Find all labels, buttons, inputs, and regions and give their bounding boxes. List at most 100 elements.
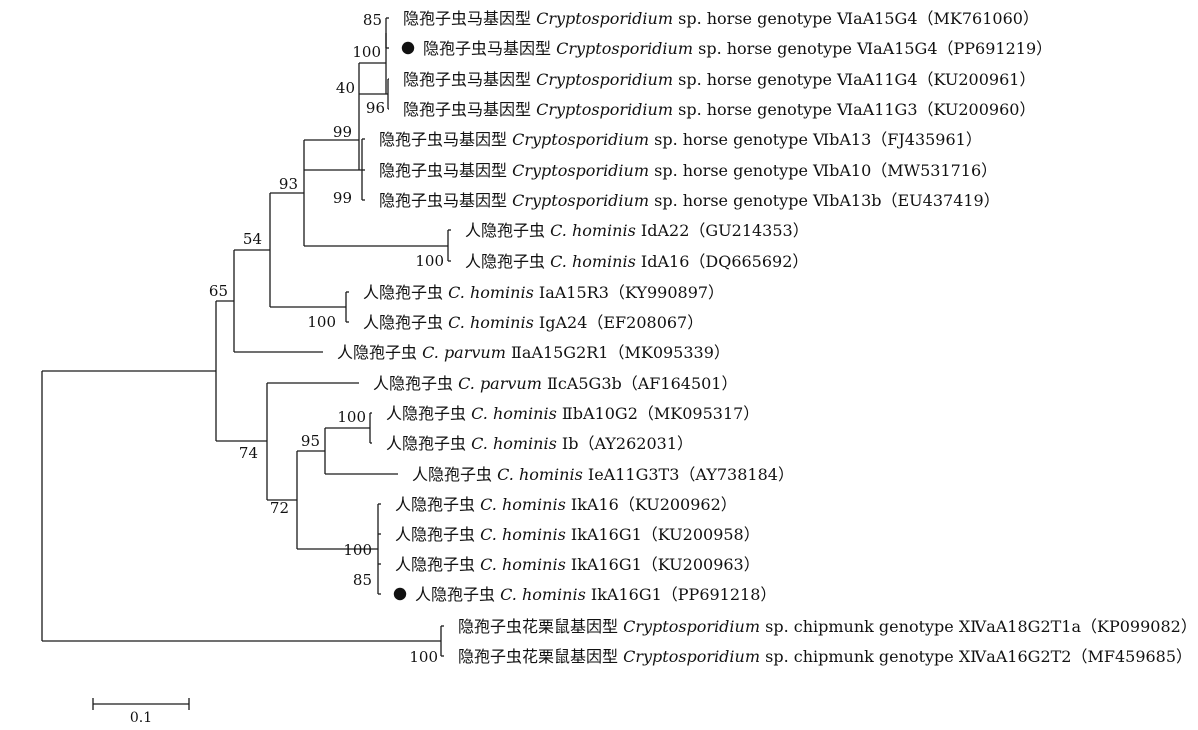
leaf-label-genotype: ⅡcA5G3b（AF164501）	[547, 374, 738, 393]
leaf-label-genotype: sp. horse genotype ⅥaA11G3（KU200960）	[678, 100, 1035, 119]
leaf-label-chinese-name: 隐孢子虫马基因型	[379, 191, 512, 210]
leaf-label-species: C. hominis	[550, 221, 641, 240]
leaf-label: 人隐孢子虫 C. hominis ⅠaA15R3（KY990897）	[363, 283, 724, 302]
leaf-label: 人隐孢子虫 C. hominis ⅠdA22（GU214353）	[465, 221, 809, 240]
leaf-label-species: C. hominis	[480, 525, 571, 544]
leaf-label-species: Cryptosporidium	[512, 130, 654, 149]
leaf-label-chinese-name: 人隐孢子虫	[395, 525, 480, 544]
leaf-label-chinese-name: 人隐孢子虫	[415, 585, 500, 604]
leaf-label-genotype: ⅠkA16G1（KU200958）	[571, 525, 760, 544]
bootstrap-horse-via11-pair: 96	[366, 99, 385, 117]
leaf-label-genotype: ⅠeA11G3T3（AY738184）	[588, 465, 794, 484]
sample-marker-dot	[401, 41, 415, 55]
bootstrap-horse-id-clade: 54	[243, 230, 262, 248]
bootstrap-horse-via15g4-pair: 85	[363, 11, 382, 29]
leaf-label-chinese-name: 人隐孢子虫	[363, 283, 448, 302]
leaf-label-species: C. parvum	[458, 374, 547, 393]
bootstrap-horse-via-clade: 40	[336, 79, 355, 97]
leaf-label-chinese-name: 人隐孢子虫	[465, 252, 550, 271]
bootstrap-horse-vi-clade: 93	[279, 175, 298, 193]
bootstrap-iib-ib-pair: 100	[337, 408, 366, 426]
leaf-label-chinese-name: 隐孢子虫马基因型	[403, 9, 536, 28]
leaf-label-genotype: ⅠkA16G1（KU200963）	[571, 555, 760, 574]
leaf-label-genotype: sp. horse genotype ⅥbA13（FJ435961）	[654, 130, 982, 149]
leaf-label-chinese-name: 人隐孢子虫	[386, 404, 471, 423]
leaf-label: 人隐孢子虫 C. hominis ⅠeA11G3T3（AY738184）	[412, 465, 794, 484]
leaf-label: 隐孢子虫花栗鼠基因型 Cryptosporidium sp. chipmunk …	[458, 617, 1197, 636]
leaf-label: 隐孢子虫马基因型 Cryptosporidium sp. horse genot…	[379, 191, 1000, 210]
leaf-label-species: C. hominis	[550, 252, 641, 271]
leaf-label: 隐孢子虫马基因型 Cryptosporidium sp. horse genot…	[403, 100, 1035, 119]
leaf-label-genotype: ⅠkA16G1（PP691218）	[591, 585, 777, 604]
leaf-label-genotype: sp. horse genotype ⅥbA13b（EU437419）	[654, 191, 1000, 210]
leaf-label-genotype: ⅠdA22（GU214353）	[641, 221, 809, 240]
leaf-label-chinese-name: 隐孢子虫马基因型	[379, 161, 512, 180]
bootstrap-chipmunk-pair: 100	[409, 648, 438, 666]
bootstrap-upper-clade: 65	[209, 282, 228, 300]
leaf-label: 人隐孢子虫 C. hominis Ⅰb（AY262031）	[386, 434, 693, 453]
leaf-label: 人隐孢子虫 C. parvum ⅡcA5G3b（AF164501）	[373, 374, 737, 393]
leaf-label-chinese-name: 隐孢子虫花栗鼠基因型	[458, 647, 623, 666]
leaf-label-genotype: ⅡaA15G2R1（MK095339）	[511, 343, 730, 362]
leaf-label-chinese-name: 人隐孢子虫	[395, 555, 480, 574]
scale-bar-label: 0.1	[130, 710, 152, 726]
bootstrap-id-pair: 100	[415, 252, 444, 270]
bootstrap-ib-ie-node: 95	[301, 432, 320, 450]
leaf-label-genotype: ⅠaA15R3（KY990897）	[539, 283, 724, 302]
bootstrap-ik-ie-node: 72	[270, 499, 289, 517]
leaf-label-species: Cryptosporidium	[512, 191, 654, 210]
leaf-label-species: C. hominis	[480, 495, 571, 514]
leaf-label-chinese-name: 隐孢子虫马基因型	[379, 130, 512, 149]
leaf-label-species: Cryptosporidium	[536, 9, 678, 28]
leaf-label-genotype: ⅠkA16（KU200962）	[571, 495, 737, 514]
leaf-label-genotype: sp. horse genotype ⅥbA10（MW531716）	[654, 161, 997, 180]
leaf-label-chinese-name: 人隐孢子虫	[412, 465, 497, 484]
bootstrap-ik-clade: 100	[343, 541, 372, 559]
leaf-label: 隐孢子虫马基因型 Cryptosporidium sp. horse genot…	[379, 161, 997, 180]
leaf-label: 人隐孢子虫 C. hominis ⅠkA16G1（KU200958）	[395, 525, 760, 544]
leaf-label-genotype: sp. horse genotype ⅥaA15G4（MK761060）	[678, 9, 1039, 28]
leaf-label-species: C. hominis	[497, 465, 588, 484]
leaf-label-species: C. hominis	[471, 404, 562, 423]
leaf-label-genotype: sp. chipmunk genotype ⅩⅣaA16G2T2（MF45968…	[765, 647, 1192, 666]
leaf-label-species: Cryptosporidium	[556, 39, 698, 58]
leaf-label-genotype: ⅠdA16（DQ665692）	[641, 252, 809, 271]
leaf-label-chinese-name: 隐孢子虫花栗鼠基因型	[458, 617, 623, 636]
leaf-label: 人隐孢子虫 C. parvum ⅡaA15G2R1（MK095339）	[337, 343, 730, 362]
bootstrap-horse-via15g4-node: 100	[352, 43, 381, 61]
leaf-label-species: C. hominis	[480, 555, 571, 574]
leaf-label: 隐孢子虫马基因型 Cryptosporidium sp. horse genot…	[403, 9, 1039, 28]
leaf-label-genotype: Ⅰb（AY262031）	[562, 434, 693, 453]
bootstrap-lower-clade: 74	[239, 444, 258, 462]
leaf-label: 隐孢子虫马基因型 Cryptosporidium sp. horse genot…	[403, 70, 1035, 89]
leaf-label-genotype: ⅠgA24（EF208067）	[539, 313, 703, 332]
leaf-label-species: C. parvum	[422, 343, 511, 362]
leaf-label-species: Cryptosporidium	[623, 647, 765, 666]
leaf-label: 隐孢子虫马基因型 Cryptosporidium sp. horse genot…	[379, 130, 982, 149]
bootstrap-ia-ig-pair: 100	[307, 313, 336, 331]
leaf-label-genotype: ⅡbA10G2（MK095317）	[562, 404, 759, 423]
leaf-label-genotype: sp. horse genotype ⅥaA15G4（PP691219）	[698, 39, 1052, 58]
leaf-label-species: C. hominis	[448, 283, 539, 302]
leaf-label: 人隐孢子虫 C. hominis ⅠkA16G1（KU200963）	[395, 555, 760, 574]
leaf-label: 隐孢子虫马基因型 Cryptosporidium sp. horse genot…	[423, 39, 1052, 58]
leaf-label-species: C. hominis	[471, 434, 562, 453]
leaf-label-chinese-name: 人隐孢子虫	[465, 221, 550, 240]
sample-marker-dot	[393, 587, 407, 601]
leaf-label: 人隐孢子虫 C. hominis ⅠgA24（EF208067）	[363, 313, 703, 332]
leaf-label-chinese-name: 隐孢子虫马基因型	[403, 100, 536, 119]
leaf-label: 隐孢子虫花栗鼠基因型 Cryptosporidium sp. chipmunk …	[458, 647, 1192, 666]
leaf-label-species: Cryptosporidium	[512, 161, 654, 180]
leaf-label-chinese-name: 人隐孢子虫	[373, 374, 458, 393]
leaf-label-species: Cryptosporidium	[623, 617, 765, 636]
leaf-label-species: C. hominis	[448, 313, 539, 332]
leaf-label: 人隐孢子虫 C. hominis ⅠdA16（DQ665692）	[465, 252, 808, 271]
leaf-label-species: Cryptosporidium	[536, 70, 678, 89]
leaf-label-species: C. hominis	[500, 585, 591, 604]
bootstrap-horse-vib-node: 99	[333, 123, 352, 141]
leaf-label: 人隐孢子虫 C. hominis ⅠkA16G1（PP691218）	[415, 585, 776, 604]
leaf-label-chinese-name: 隐孢子虫马基因型	[403, 70, 536, 89]
leaf-label-chinese-name: 人隐孢子虫	[363, 313, 448, 332]
